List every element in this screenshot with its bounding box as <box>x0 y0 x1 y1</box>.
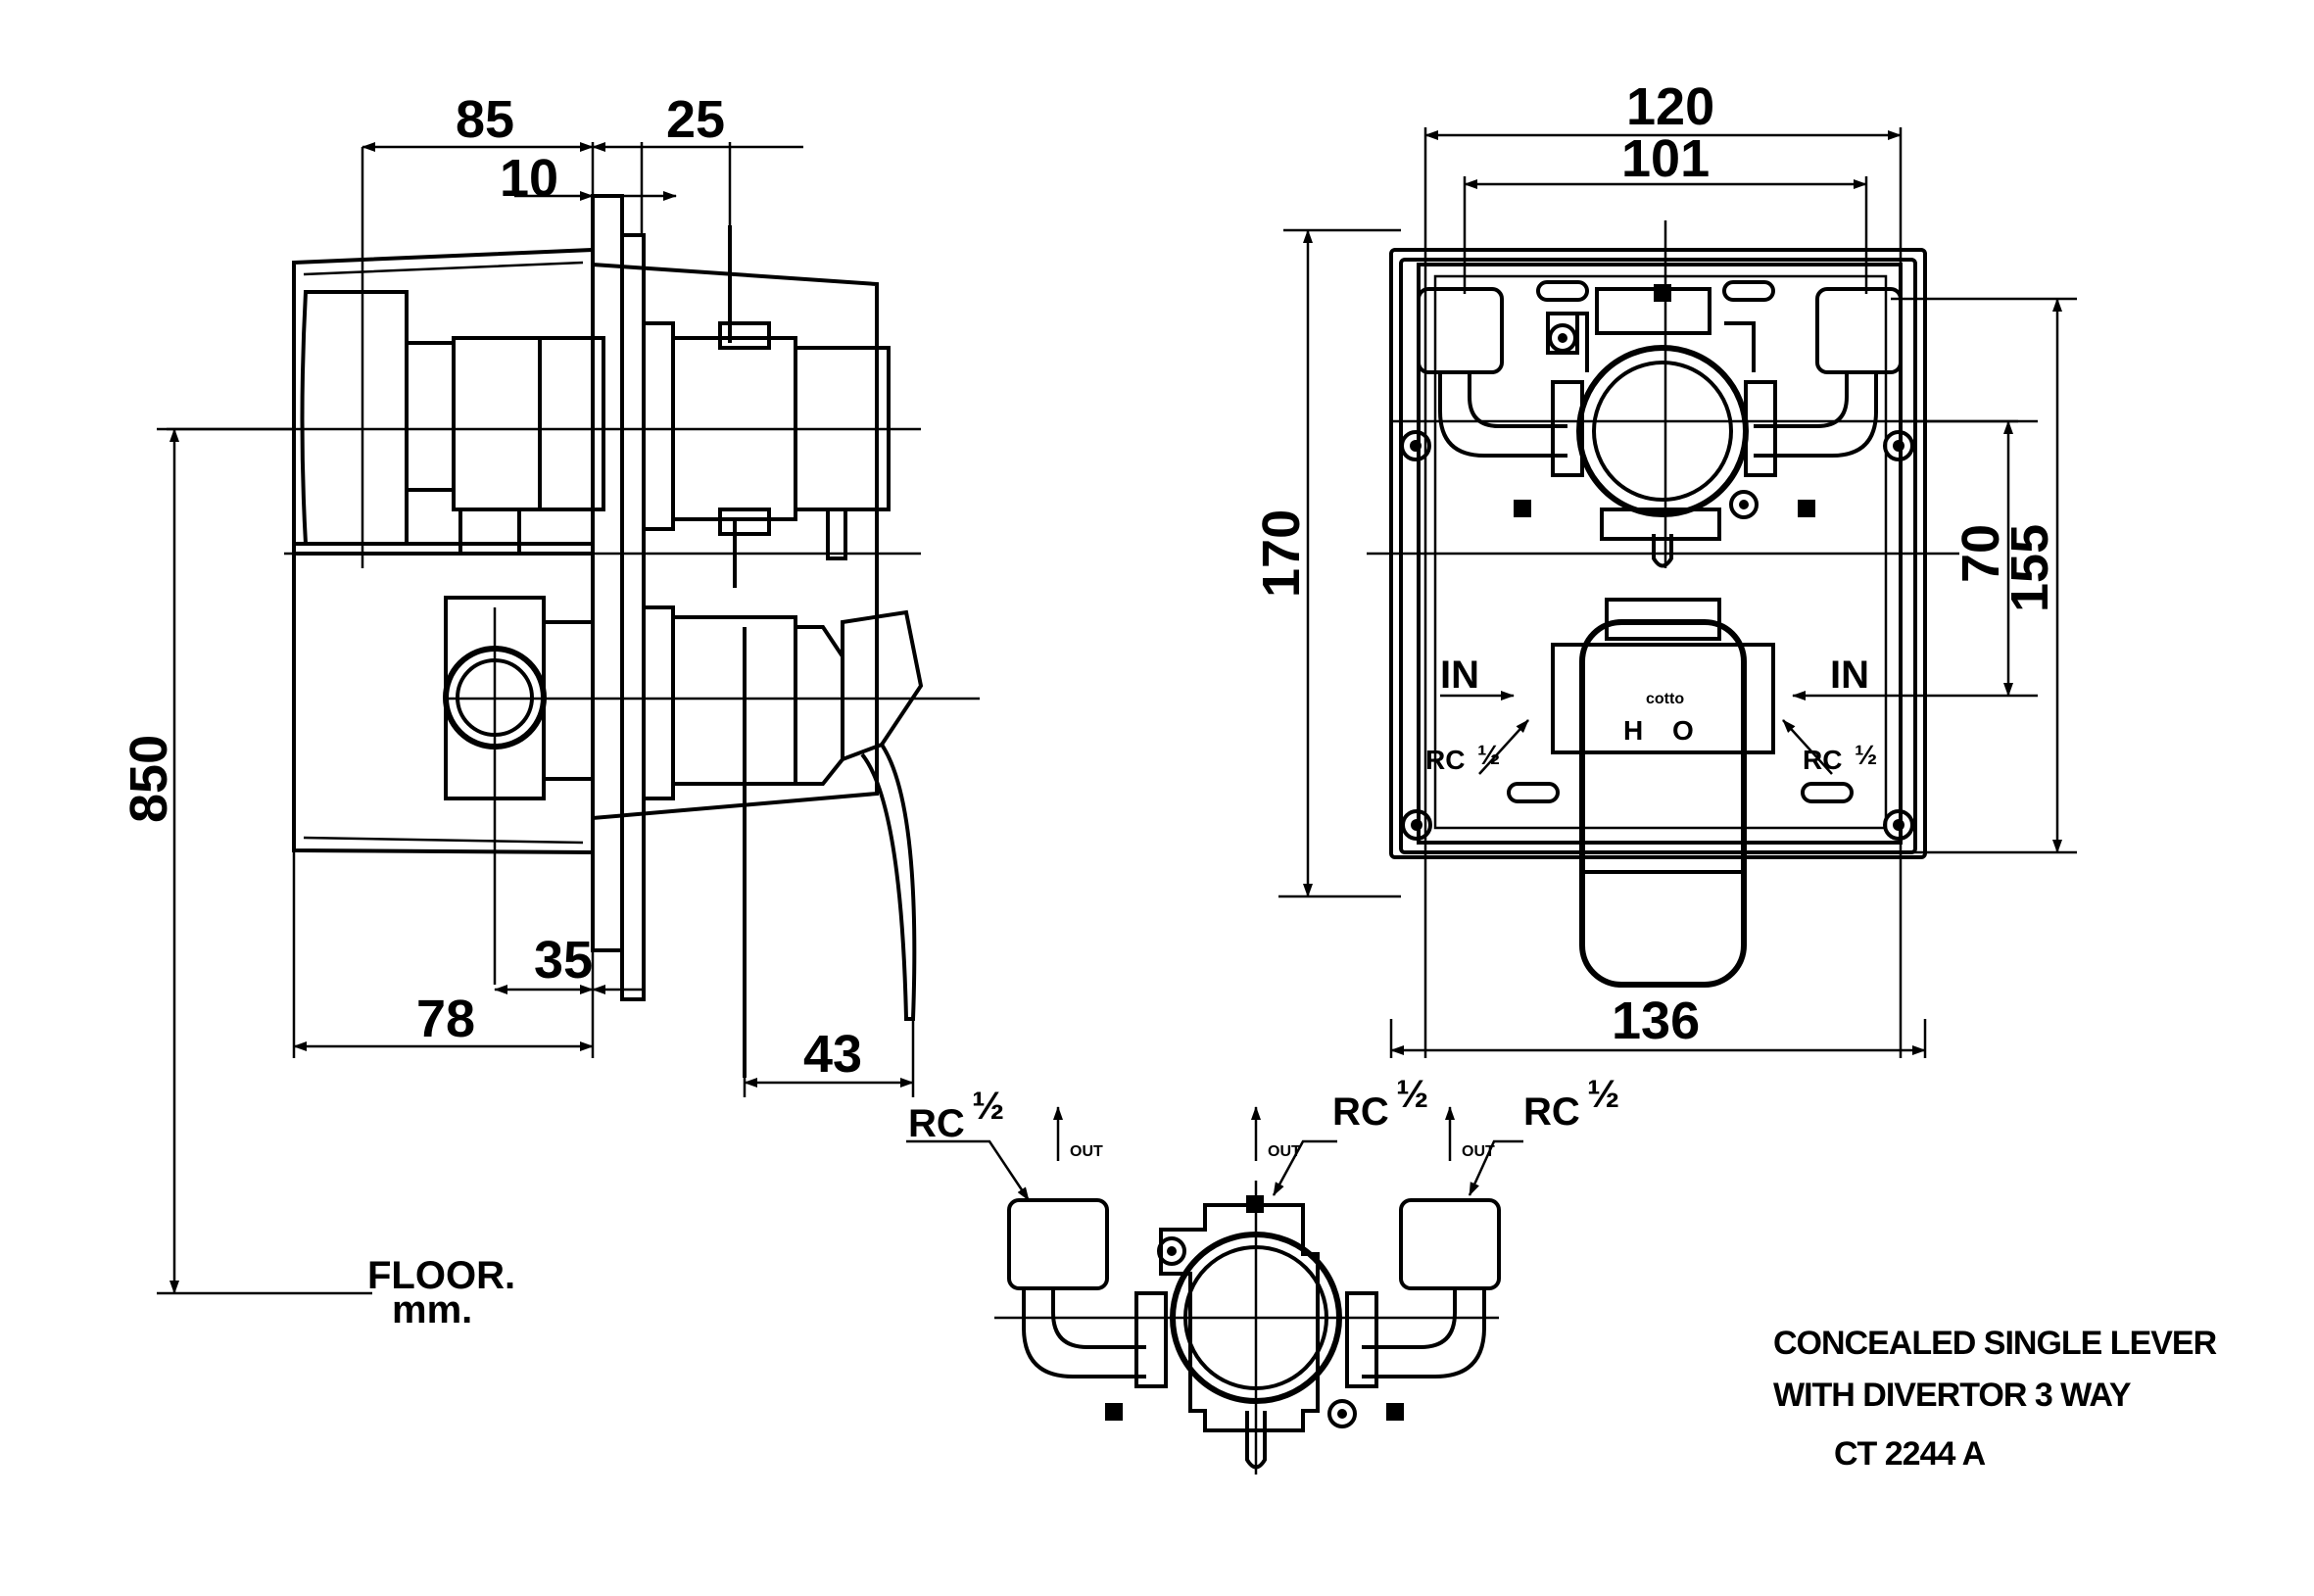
valve-body <box>452 336 542 511</box>
in-label-right: IN <box>1830 653 1869 697</box>
floor-label: FLOOR. <box>367 1254 515 1297</box>
wall-plate-inner <box>591 194 624 952</box>
rc-label-right: RC <box>1803 745 1842 775</box>
rc-fraction-left: ½ <box>1477 740 1500 770</box>
dim-78: 78 <box>416 990 475 1048</box>
nub <box>826 508 847 560</box>
model-number: CT 2244 A <box>1834 1435 1986 1473</box>
side-view: 85 25 10 35 78 43 850 FLOOR. mm. <box>120 90 980 1331</box>
brand-mark: cotto <box>1646 691 1684 707</box>
out-label-center: OUT <box>1268 1143 1301 1160</box>
dim-10: 10 <box>500 149 558 208</box>
hot-label: H <box>1623 715 1643 746</box>
rc-label-left: RC <box>1425 745 1465 775</box>
front-view: cotto H O IN IN RC ½ RC ½ 120 101 170 70… <box>1252 77 2077 1058</box>
front-valve-circle <box>1576 345 1749 517</box>
rc-label-detail-center: RC <box>1332 1090 1389 1134</box>
dim-136: 136 <box>1612 991 1700 1050</box>
out-label-left: OUT <box>1070 1143 1103 1160</box>
rc-fraction-detail-left: ½ <box>972 1085 1004 1128</box>
dim-25: 25 <box>666 90 725 149</box>
in-label-left: IN <box>1440 653 1479 697</box>
lever-handle <box>841 609 924 762</box>
title-line-1: CONCEALED SINGLE LEVER <box>1773 1325 2217 1362</box>
rc-fraction-detail-center: ½ <box>1396 1073 1428 1116</box>
outlet-port-left <box>1007 1198 1109 1290</box>
dim-70: 70 <box>1952 524 2010 583</box>
title-block: CONCEALED SINGLE LEVER WITH DIVERTOR 3 W… <box>1773 1325 2218 1473</box>
dim-170: 170 <box>1252 509 1311 598</box>
front-housing <box>1389 248 1927 859</box>
outlet-port-right <box>1399 1198 1501 1290</box>
dim-850: 850 <box>120 735 178 823</box>
dim-85: 85 <box>456 90 514 149</box>
rc-fraction-detail-right: ½ <box>1587 1073 1619 1116</box>
rc-fraction-right: ½ <box>1855 740 1877 770</box>
valve-detail-view: OUT OUT OUT RC ½ RC ½ RC ½ <box>906 1073 1619 1475</box>
front-lever <box>1579 619 1747 988</box>
detail-valve-circle <box>1170 1232 1342 1404</box>
cold-label: O <box>1672 715 1694 746</box>
diverter-port <box>443 646 547 750</box>
end-cap <box>300 290 409 546</box>
wall-plate-outer <box>620 233 646 1001</box>
rc-label-detail-right: RC <box>1523 1090 1580 1134</box>
housing-box <box>292 247 595 855</box>
mm-label: mm. <box>392 1288 472 1331</box>
dim-35: 35 <box>534 931 593 990</box>
rc-label-detail-left: RC <box>908 1102 965 1145</box>
dim-120: 120 <box>1626 77 1714 136</box>
dim-43: 43 <box>803 1025 862 1084</box>
title-line-2: WITH DIVERTOR 3 WAY <box>1773 1377 2132 1414</box>
dim-101: 101 <box>1621 129 1710 188</box>
dim-155: 155 <box>2001 524 2059 612</box>
